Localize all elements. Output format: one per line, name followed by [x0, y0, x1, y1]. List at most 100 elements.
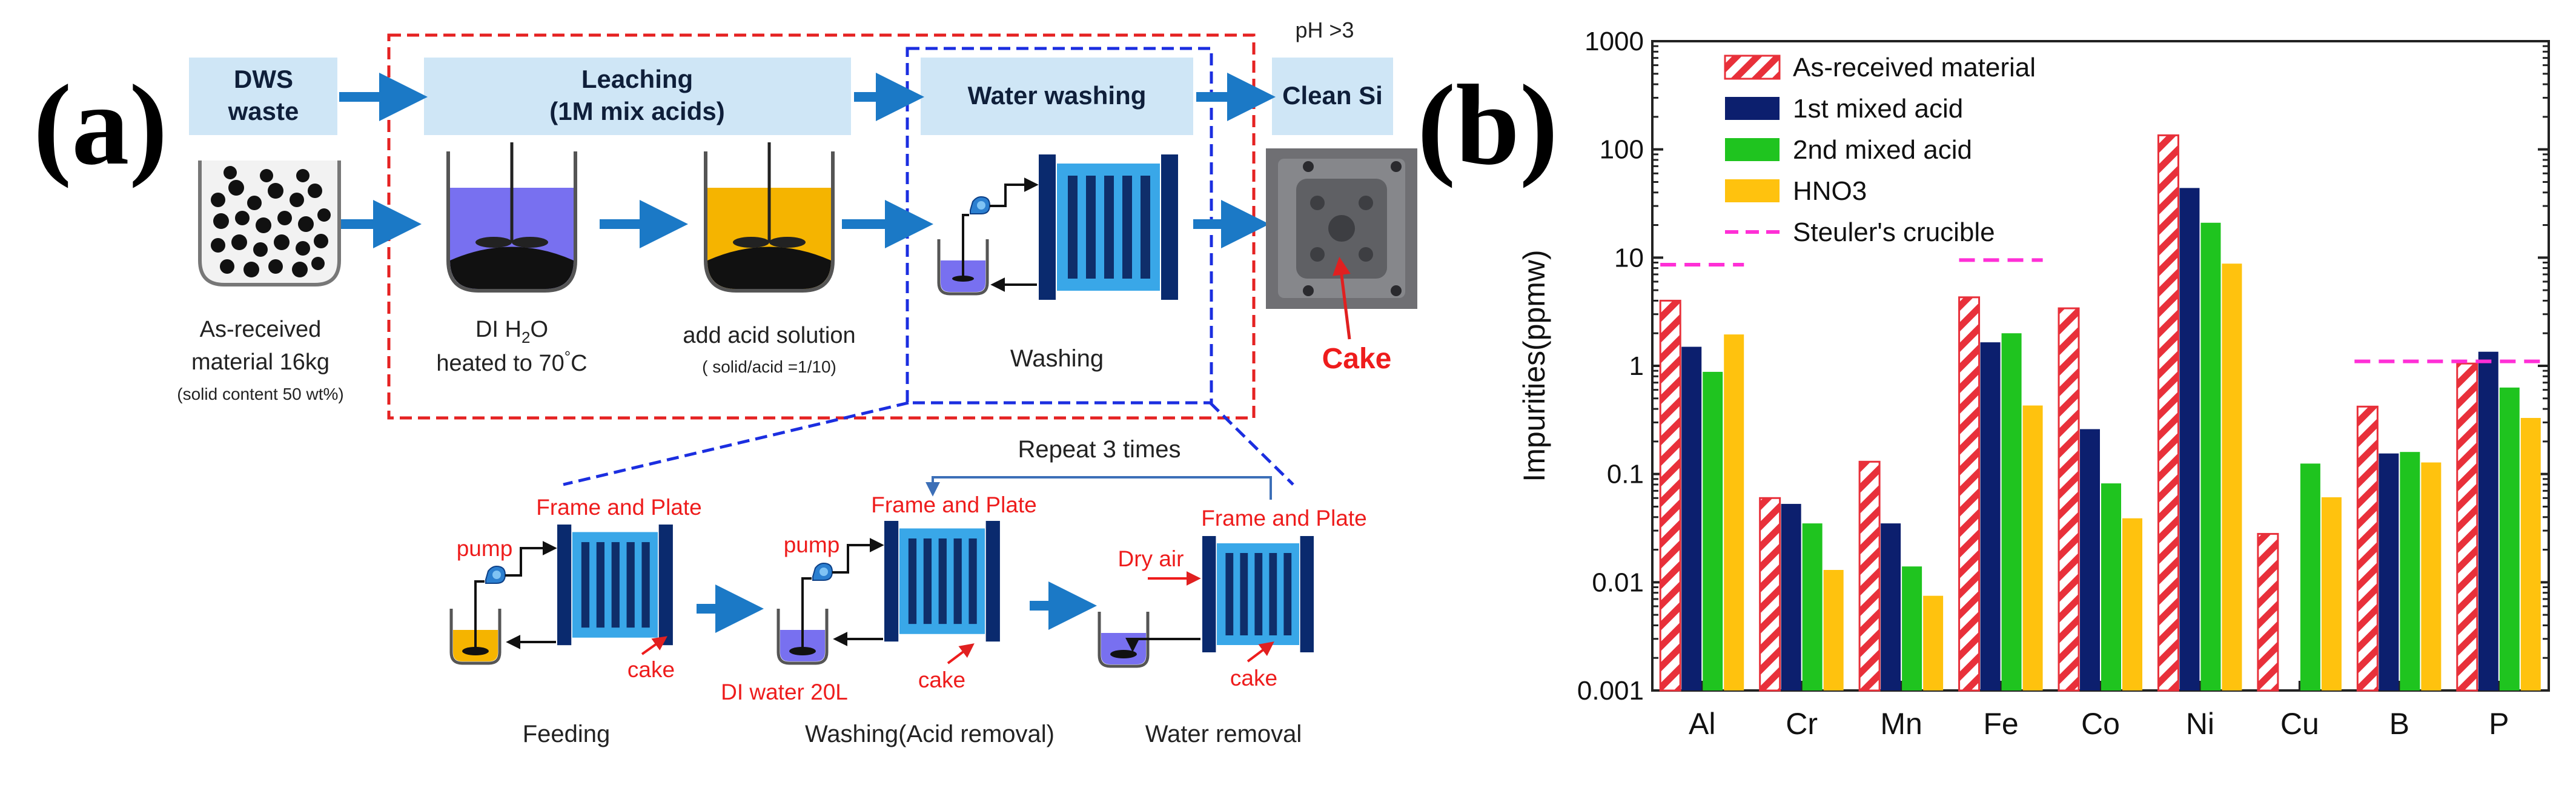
bar-2nd-mixed-acid-fe — [2001, 333, 2022, 690]
zoom-line-right — [1209, 402, 1294, 486]
washing-stage: Frame and Plate pump cake DI water 20L W… — [721, 492, 1055, 747]
washing-pump-label: pump — [784, 532, 840, 557]
bar-1st-mixed-acid-cr — [1781, 503, 1801, 690]
leaching-box: Leaching (1M mix acids) — [424, 58, 851, 135]
di-water-reactor — [446, 142, 577, 293]
y-tick-label: 0.001 — [1577, 676, 1644, 706]
bar-1st-mixed-acid-mn — [1881, 523, 1901, 690]
panel-a-label: (a) — [33, 62, 168, 189]
y-axis-label: Impurities(ppmw) — [1517, 250, 1551, 482]
removal-frame-plate: Frame and Plate — [1201, 506, 1367, 531]
di-water-label-line1: DI H2O — [475, 317, 548, 346]
panel-a: (a) DWS waste Leaching (1M mix acids) Wa… — [33, 18, 1417, 747]
bar-as-received-material-co — [2058, 307, 2080, 692]
bar-2nd-mixed-acid-cr — [1802, 523, 1823, 690]
feeding-caption: Feeding — [523, 721, 611, 747]
bar-1st-mixed-acid-b — [2379, 453, 2399, 690]
cake-pointer — [1333, 257, 1351, 340]
water-removal-caption: Water removal — [1145, 721, 1302, 747]
bar-2nd-mixed-acid-co — [2101, 483, 2121, 690]
water-washing-box: Water washing — [921, 58, 1193, 135]
raw-material-beaker — [198, 161, 341, 286]
cake-label: Cake — [1322, 343, 1392, 375]
di-water-20l-label: DI water 20L — [721, 680, 848, 704]
bar-2nd-mixed-acid-b — [2400, 452, 2420, 690]
bar-as-received-material-fe — [1958, 296, 1981, 692]
panel-b-label: (b) — [1417, 62, 1558, 189]
clean-si-label: Clean Si — [1282, 81, 1383, 110]
removal-cake-label: cake — [1230, 666, 1277, 690]
feeding-cake-label: cake — [627, 657, 675, 682]
acid-label-line1: add acid solution — [683, 323, 855, 348]
bar-as-received-material-al — [1659, 299, 1681, 692]
bar-2nd-mixed-acid-cu — [2300, 463, 2320, 690]
bar-2nd-mixed-acid-mn — [1902, 566, 1922, 690]
received-line2: material 16kg — [191, 349, 329, 375]
chart-legend: As-received material 1st mixed acid 2nd mi… — [1724, 53, 2036, 247]
bar-as-received-material-cu — [2257, 532, 2279, 692]
bar-hno3-fe — [2022, 405, 2043, 690]
bar-hno3-ni — [2222, 263, 2242, 690]
repeat-label: Repeat 3 times — [1018, 436, 1180, 463]
di-water-label-line2: heated to 70°C — [436, 348, 587, 376]
leaching-line1: Leaching — [581, 65, 693, 93]
reference-lines — [1660, 258, 2546, 363]
water-washing-label: Water washing — [968, 81, 1147, 110]
legend-label: HNO3 — [1793, 176, 1867, 206]
received-line3: (solid content 50 wt%) — [177, 385, 343, 403]
bar-hno3-co — [2122, 518, 2142, 690]
x-tick-label: Cr — [1786, 707, 1818, 741]
x-tick-label: Co — [2081, 707, 2120, 741]
received-line1: As-received — [200, 317, 322, 342]
y-tick-label: 10 — [1614, 243, 1644, 273]
acid-reactor — [704, 142, 835, 293]
bar-2nd-mixed-acid-al — [1703, 371, 1723, 690]
x-tick-label: Mn — [1880, 707, 1922, 741]
washing-caption: Washing(Acid removal) — [805, 721, 1055, 747]
x-tick-label: P — [2489, 707, 2509, 741]
x-tick-label: Ni — [2186, 707, 2214, 741]
bar-1st-mixed-acid-ni — [2179, 188, 2200, 691]
x-tick-label: Cu — [2280, 707, 2319, 741]
legend-swatch — [1725, 138, 1780, 161]
dws-waste-box: DWS waste — [189, 58, 337, 135]
bar-as-received-material-mn — [1858, 460, 1881, 692]
legend-label: 1st mixed acid — [1793, 94, 1963, 124]
legend-label: As-received material — [1793, 53, 2036, 82]
y-tick-label: 0.1 — [1607, 460, 1644, 489]
dws-waste-line2: waste — [228, 97, 299, 125]
bar-hno3-b — [2421, 462, 2442, 690]
washing-cake-label: cake — [918, 667, 965, 692]
legend-label-reference: Steuler's crucible — [1793, 217, 1995, 247]
legend-swatch — [1725, 179, 1780, 202]
legend-swatch — [1724, 55, 1781, 80]
bar-hno3-mn — [1923, 595, 1944, 690]
legend-label: 2nd mixed acid — [1793, 135, 1972, 165]
bar-1st-mixed-acid-co — [2080, 429, 2100, 690]
y-tick-label: 1000 — [1584, 27, 1644, 56]
acid-label-line2: ( solid/acid =1/10) — [702, 357, 836, 376]
dry-air-label: Dry air — [1118, 546, 1184, 571]
bar-hno3-cr — [1823, 569, 1844, 690]
legend-swatch — [1725, 97, 1780, 120]
y-tick-label: 100 — [1600, 135, 1644, 165]
zoom-line-left — [563, 401, 909, 486]
bar-as-received-material-p — [2456, 362, 2478, 692]
bar-as-received-material-b — [2356, 405, 2379, 692]
washing-frame-plate: Frame and Plate — [871, 492, 1037, 517]
chart-plot-area — [1651, 40, 2550, 692]
bar-hno3-al — [1724, 334, 1744, 690]
leaching-line2: (1M mix acids) — [549, 97, 724, 125]
bar-2nd-mixed-acid-p — [2499, 387, 2520, 690]
feeding-frame-plate: Frame and Plate — [536, 495, 702, 520]
feeding-pump-label: pump — [457, 536, 513, 561]
x-tick-label: Al — [1689, 707, 1715, 741]
water-removal-stage: Frame and Plate Dry air cake Water remov… — [1099, 506, 1367, 747]
bar-2nd-mixed-acid-ni — [2200, 222, 2221, 690]
dws-waste-line1: DWS — [234, 65, 293, 93]
washing-label: Washing — [1010, 345, 1104, 372]
bar-series — [1659, 134, 2541, 692]
bar-1st-mixed-acid-fe — [1980, 342, 2001, 690]
feeding-stage: Frame and Plate pump cake Feeding — [451, 495, 702, 747]
